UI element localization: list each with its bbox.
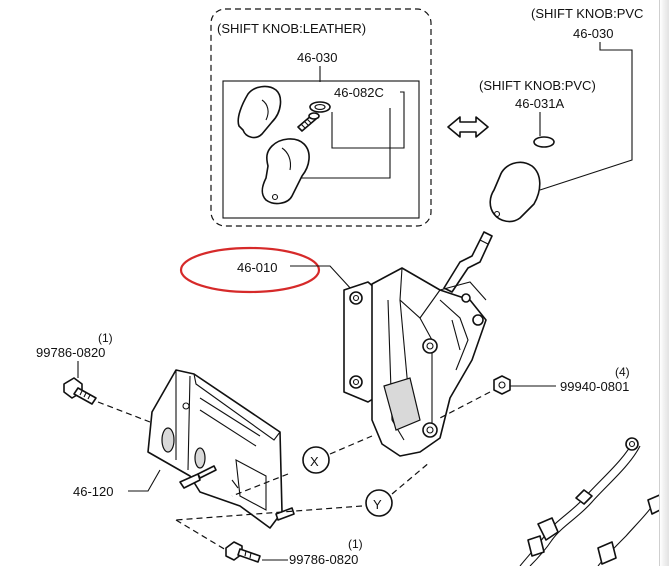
leather-washer	[309, 101, 331, 113]
leather-inner-frame	[222, 80, 420, 219]
pvc-title-mid: (SHIFT KNOB:PVC)	[479, 78, 596, 93]
shift-lever-rod	[443, 231, 493, 293]
reference-y: Y	[175, 461, 431, 551]
interchange-arrow-icon	[447, 116, 489, 138]
bolt-bottom-group: (1) 99786-0820	[225, 537, 363, 567]
bracket	[147, 369, 283, 529]
shifter-part-highlight	[179, 246, 321, 294]
page-edge	[659, 0, 669, 566]
pvc-title-top: (SHIFT KNOB:PVC	[531, 6, 643, 21]
leader-line	[300, 108, 391, 179]
leader-line	[539, 42, 633, 191]
nut-qty: (4)	[615, 365, 630, 379]
leather-knob-lower-seam	[281, 147, 292, 171]
pvc-knob-group: (SHIFT KNOB:PVC 46-030 (SHIFT KNOB:PVC) …	[479, 6, 643, 223]
bolt-bottom	[225, 541, 261, 563]
leather-knob-part-label: 46-030	[297, 50, 337, 65]
leather-washer-hole	[314, 104, 326, 110]
leather-screw	[297, 112, 320, 132]
pvc-knob	[489, 161, 541, 223]
nut	[493, 375, 511, 395]
leather-knob-group: (SHIFT KNOB:LEATHER) 46-030 46-082C	[210, 8, 432, 227]
bracket-group: 46-120	[73, 369, 295, 529]
bolt-top	[63, 377, 97, 405]
leather-screw-part-label: 46-082C	[334, 85, 384, 100]
leather-knob-hole	[271, 193, 279, 201]
leather-box-title: (SHIFT KNOB:LEATHER)	[217, 21, 366, 36]
bolt-bottom-part-label: 99786-0820	[289, 552, 358, 566]
bolt-top-group: (1) 99786-0820	[36, 331, 151, 423]
pvc-cap-part-label: 46-031A	[515, 96, 564, 111]
shifter-part-label: 46-010	[237, 260, 277, 275]
bolt-top-qty: (1)	[98, 331, 113, 345]
shift-cables	[519, 437, 665, 567]
nut-part-label: 99940-0801	[560, 379, 629, 394]
reference-x: X	[231, 435, 373, 497]
ref-y-label: Y	[373, 497, 382, 512]
leather-knob-upper-seam	[261, 99, 269, 121]
shifter-window	[383, 377, 421, 431]
leather-knob-lower	[261, 138, 310, 205]
shifter-assembly: 46-010	[179, 246, 487, 457]
bracket-part-label: 46-120	[73, 484, 113, 499]
leader-line	[331, 91, 405, 149]
leader-line	[290, 265, 353, 291]
leather-knob-upper	[237, 85, 282, 139]
leader-line	[128, 469, 161, 492]
pvc-knob-part-label: 46-030	[573, 26, 613, 41]
pvc-knob-hole	[493, 210, 501, 218]
bolt-bottom-qty: (1)	[348, 537, 363, 551]
bolt-top-part-label: 99786-0820	[36, 345, 105, 360]
bolt-top-path	[97, 401, 151, 423]
ref-x-label: X	[310, 454, 319, 469]
leather-box-outline	[210, 8, 432, 227]
pvc-cap	[533, 136, 555, 148]
nut-group: (4) 99940-0801	[439, 365, 630, 419]
